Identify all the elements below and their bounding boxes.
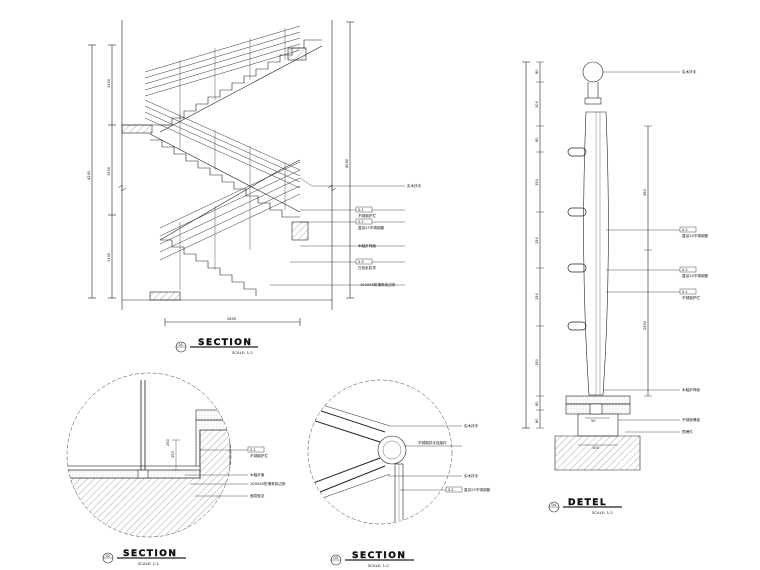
dim-left-3: 1100 [107,252,111,262]
detail-callout-3-code: S.2 [682,268,688,272]
detail-dim-l-5: 150 [535,236,539,244]
dim-left-1: 1100 [107,78,111,88]
detail-callout-2-code: S.2 [682,228,688,232]
left-dim-1: 150 [171,450,175,458]
left-callout-4-text: 面层做法 [250,493,265,498]
detail-dim-l-3: 80 [535,137,539,142]
mid-callout-2-text: 不锈钢扶手连接件 [418,440,447,445]
detail-dim-l-6: 150 [535,292,539,300]
detail-dim-r-2: 2400 [643,320,647,330]
detail-callout-1-text: 实木扶手 [682,69,697,74]
left-scale: SCALE: 1:2 [138,561,159,566]
top-callout-3-code: S.2 [358,220,364,224]
detail-callout-5-text: 木踏步饰面 [682,387,700,392]
top-callout-5-text: 白色乳胶漆 [358,265,376,270]
top-title-block [175,341,258,353]
top-callout-5-code: S.3 [358,260,364,264]
detail-scale: SCALE: 1:2 [592,510,613,515]
left-title: SECTION [123,549,177,559]
top-marker: 01 [179,343,184,347]
detail-title: DETEL [568,498,607,508]
detail-dim-l-9: 80 [535,418,539,423]
section-left-detail [66,372,265,538]
detail-dim-l-7: 150 [535,358,539,366]
mid-callout-3-text: 实木扶手 [464,473,479,478]
detail-dim-l-1: 80 [535,69,539,74]
detail-dim-l-4: 150 [535,178,539,186]
mid-callout-4-text: 直径25不锈钢管 [464,487,491,492]
stair-section-top [88,20,354,326]
top-leaders [270,177,405,286]
left-marker: 02 [106,554,111,558]
detail-callout-4-text: 不锈钢护栏 [682,295,700,300]
top-scale: SCALE: 1:2 [232,350,253,355]
detail-dim-r-1: 380 [643,188,647,196]
mid-title: SECTION [352,551,406,561]
mid-callout-1-text: 实木扶手 [464,423,479,428]
detail-callout-2-text: 直径25不锈钢管 [682,233,709,238]
mid-title-block [330,554,414,566]
top-callout-6-text: 100X50防滑条收边条 [360,282,396,287]
left-title-block [102,552,186,564]
left-callout-1-code: S.1 [250,448,256,452]
baluster-detail [522,61,652,471]
detail-dim-l-2: 300 [535,100,539,108]
detail-dim-b-2: 100 [592,446,600,450]
dim-left-2: 1900 [107,166,111,176]
top-callout-2-text: 不锈钢护栏 [358,213,376,218]
mid-marker: 03 [334,556,339,560]
section-mid-detail [307,379,463,525]
detail-dim-l-8: 80 [535,401,539,406]
dim-total: 4200 [87,170,91,180]
top-callout-3-text: 直径25不锈钢管 [358,225,385,230]
top-title: SECTION [198,338,252,348]
detail-callout-3-text: 直径25不锈钢管 [682,273,709,278]
left-dim-2: 250 [166,438,170,446]
detail-title-block [548,501,622,513]
detail-callout-7-text: 预埋件 [682,429,693,434]
left-callout-1-text: 不锈钢护栏 [250,453,268,458]
top-callout-2-code: S.1 [358,208,364,212]
detail-callout-6-text: 不锈钢埋板 [682,417,700,422]
left-callout-3-text: 100X50防滑条收边条 [250,481,286,486]
left-callout-2-text: 木踏步面 [250,472,265,477]
mid-scale: SCALE: 1:2 [368,563,389,568]
dim-bottom: 2850 [227,317,237,321]
mid-callout-4-code: S.2 [448,488,454,492]
detail-callout-4-code: S.1 [682,290,688,294]
top-callout-4-text: 木踏步饰面 [358,243,376,248]
dim-right: 4050 [345,158,349,168]
detail-marker: 04 [552,503,557,507]
detail-dim-b-1: 50 [591,419,596,423]
detail-leaders [603,71,697,433]
top-callout-1-text: 实木扶手 [407,183,422,188]
